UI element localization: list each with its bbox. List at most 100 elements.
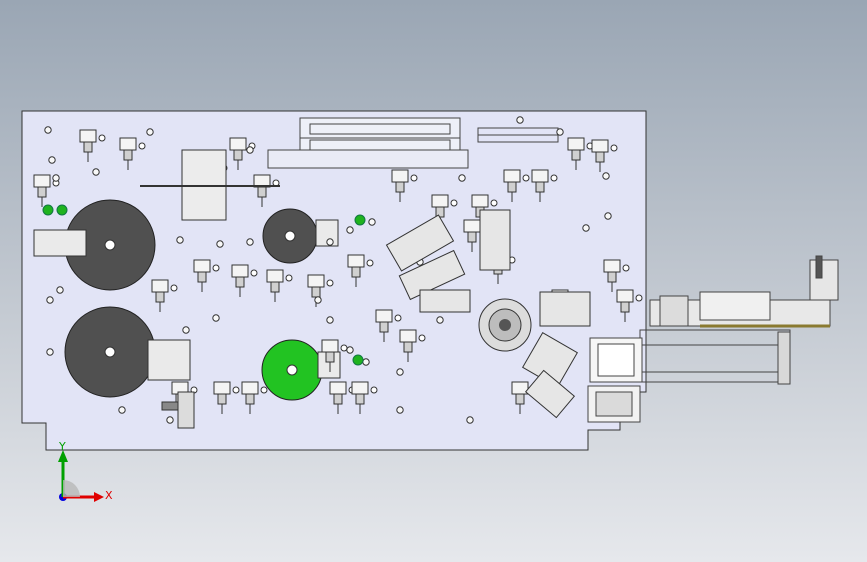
fastener-23	[46, 348, 54, 356]
green-sensor-4	[56, 204, 68, 216]
reels	[64, 199, 323, 401]
station-sensor	[260, 386, 268, 394]
station-cylinder	[620, 301, 630, 313]
station-body	[347, 254, 365, 268]
station-cylinder	[379, 321, 389, 333]
station-cylinder	[595, 151, 605, 163]
fastener-7	[246, 146, 254, 154]
station-cylinder	[467, 231, 477, 243]
station-sensor	[250, 269, 258, 277]
fastener-29	[466, 416, 474, 424]
component-layer	[33, 116, 643, 429]
fastener-27	[396, 406, 404, 414]
station-sensor	[410, 174, 418, 182]
air-filter-valve	[161, 401, 179, 411]
station-cylinder	[571, 149, 581, 161]
conveyor-frame	[639, 255, 839, 385]
station-cylinder	[507, 181, 517, 193]
station-sensor	[550, 174, 558, 182]
green-sensor-5	[354, 214, 366, 226]
station-cylinder	[155, 291, 165, 303]
station-cylinder	[325, 351, 335, 363]
linear-actuator	[267, 117, 559, 169]
reel-2	[64, 306, 156, 398]
fastener-3	[52, 174, 60, 182]
reel-arm-1	[33, 229, 87, 257]
fastener-11	[368, 218, 376, 226]
fastener-16	[556, 128, 564, 136]
feeder-station-15	[531, 169, 558, 202]
fastener-5	[146, 128, 154, 136]
fastener-6	[176, 236, 184, 244]
fastener-15	[516, 116, 524, 124]
feeder-station-29	[351, 381, 378, 414]
station-body	[531, 169, 549, 183]
control-cabinet	[587, 337, 643, 423]
station-sensor	[340, 344, 348, 352]
fastener-14	[458, 174, 466, 182]
feeder-station-14	[503, 169, 530, 202]
station-sensor	[418, 334, 426, 342]
reel-3	[262, 208, 318, 264]
station-body	[603, 259, 621, 273]
reel-4	[261, 339, 323, 401]
station-body	[119, 137, 137, 151]
station-body	[193, 259, 211, 273]
station-cylinder	[233, 149, 243, 161]
station-cylinder	[235, 276, 245, 288]
station-body	[307, 274, 325, 288]
station-cylinder	[355, 393, 365, 405]
fastener-34	[326, 316, 334, 324]
feeder-station-7	[266, 269, 293, 302]
feeder-station-26	[213, 381, 240, 414]
station-cylinder	[351, 266, 361, 278]
fastener-2	[48, 156, 56, 164]
reel-hub	[104, 239, 116, 251]
fastener-30	[346, 346, 354, 354]
fastener-10	[346, 226, 354, 234]
station-sensor	[138, 142, 146, 150]
station-sensor	[522, 174, 530, 182]
station-cylinder	[535, 181, 545, 193]
feeder-station-24	[399, 329, 426, 362]
station-cylinder	[395, 181, 405, 193]
station-body	[567, 137, 585, 151]
station-body	[351, 381, 369, 395]
station-sensor	[622, 264, 630, 272]
feeder-station-11	[391, 169, 418, 202]
reel-hub	[286, 364, 298, 376]
station-cylinder	[333, 393, 343, 405]
fastener-32	[396, 368, 404, 376]
station-body	[231, 264, 249, 278]
station-cylinder	[607, 271, 617, 283]
fastener-21	[216, 240, 224, 248]
feeder-station-3	[119, 137, 146, 170]
station-body	[471, 194, 489, 208]
station-body	[463, 219, 481, 233]
triad-x-label: X	[105, 489, 113, 502]
air-filter-body	[177, 391, 195, 429]
rotary-table	[478, 298, 532, 352]
station-sensor	[212, 264, 220, 272]
feeder-station-5	[193, 259, 220, 292]
station-cylinder	[403, 341, 413, 353]
feeder-station-8	[307, 274, 334, 307]
station-body	[591, 139, 609, 153]
feeder-station-4	[151, 279, 178, 312]
fastener-24	[46, 296, 54, 304]
fastener-1	[44, 126, 52, 134]
station-sensor	[635, 294, 643, 302]
fastener-31	[362, 358, 370, 366]
station-body	[266, 269, 284, 283]
station-sensor	[285, 274, 293, 282]
drive-module-2	[398, 249, 466, 301]
station-body	[431, 194, 449, 208]
station-cylinder	[37, 186, 47, 198]
station-sensor	[610, 144, 618, 152]
fastener-28	[436, 316, 444, 324]
reel-arm-2	[147, 339, 191, 381]
station-cylinder	[123, 149, 133, 161]
feeder-station-18	[229, 137, 256, 170]
station-body	[616, 289, 634, 303]
